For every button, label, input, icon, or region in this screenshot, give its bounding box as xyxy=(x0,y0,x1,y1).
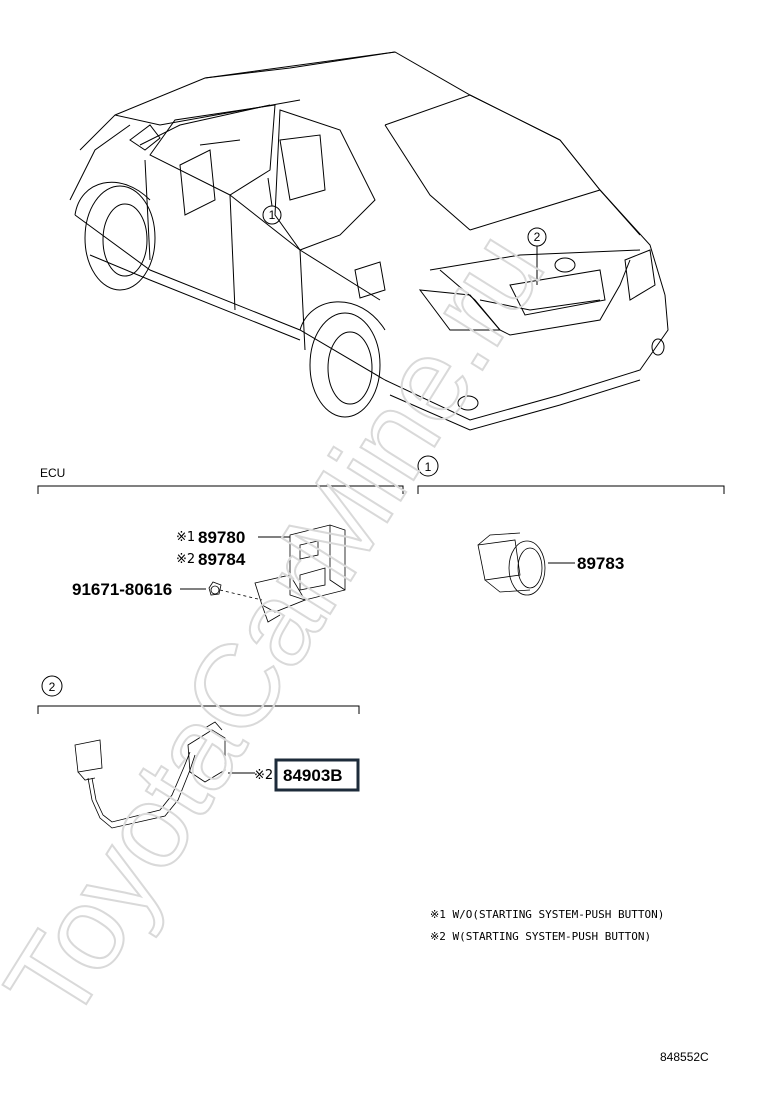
svg-text:91671-80616: 91671-80616 xyxy=(72,580,172,599)
part-84903B[interactable]: ※2 84903B xyxy=(228,758,360,792)
svg-text:※1: ※1 xyxy=(176,530,195,545)
highlight-box xyxy=(274,758,360,792)
ecu-part-drawing xyxy=(208,524,346,623)
section-2: 2 xyxy=(37,675,360,714)
ecu-section: ECU xyxy=(37,466,404,494)
svg-text:※2: ※2 xyxy=(176,552,195,567)
callout-2-car: 2 xyxy=(527,227,547,285)
part-89780[interactable]: ※1 89780 xyxy=(176,528,290,547)
callout-1-car: 1 xyxy=(262,177,282,225)
footnote-2: ※2 W(STARTING SYSTEM-PUSH BUTTON) xyxy=(430,930,651,943)
svg-text:89784: 89784 xyxy=(198,550,246,569)
part-89784[interactable]: ※2 89784 xyxy=(176,550,246,569)
ecu-section-label: ECU xyxy=(40,466,65,480)
car-illustration xyxy=(69,51,669,431)
section-1: 1 xyxy=(417,455,725,494)
push-button-drawing xyxy=(477,532,546,596)
part-89783[interactable]: 89783 xyxy=(548,554,624,573)
svg-text:2: 2 xyxy=(534,230,541,244)
footnote-1: ※1 W/O(STARTING SYSTEM-PUSH BUTTON) xyxy=(430,908,664,921)
svg-text:89783: 89783 xyxy=(577,554,624,573)
svg-text:84903B: 84903B xyxy=(283,766,343,785)
footnotes: ※1 W/O(STARTING SYSTEM-PUSH BUTTON) ※2 W… xyxy=(430,908,664,943)
diagram-code: 848552C xyxy=(660,1050,709,1064)
section-1-label: 1 xyxy=(425,460,432,474)
wire-harness-drawing xyxy=(74,721,226,829)
svg-text:1: 1 xyxy=(269,208,276,222)
svg-text:※2: ※2 xyxy=(254,768,273,783)
section-2-label: 2 xyxy=(49,680,56,694)
part-91671-80616[interactable]: 91671-80616 xyxy=(72,580,206,599)
svg-text:89780: 89780 xyxy=(198,528,245,547)
